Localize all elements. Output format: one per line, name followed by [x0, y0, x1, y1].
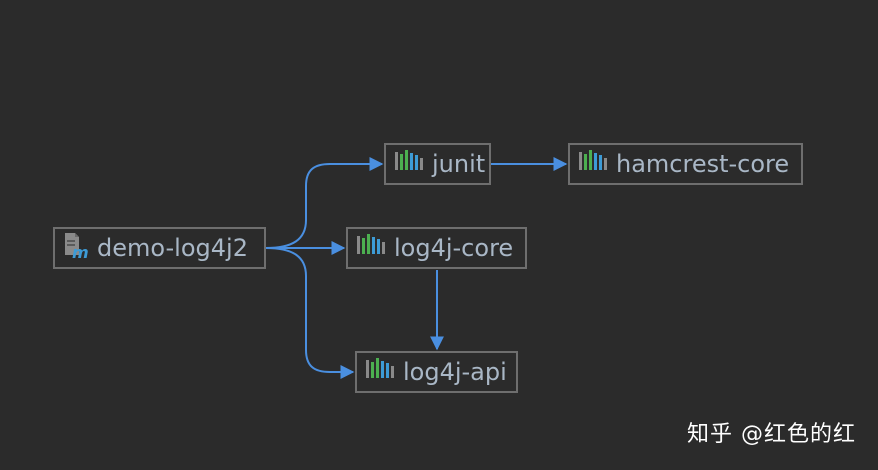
library-icon — [365, 357, 395, 387]
node-hamcrest-core[interactable]: hamcrest-core — [568, 143, 803, 185]
node-label: junit — [432, 150, 486, 178]
node-label: demo-log4j2 — [97, 234, 248, 262]
library-icon — [356, 233, 386, 263]
edge-root-to-junit — [265, 157, 384, 249]
node-label: log4j-core — [394, 234, 514, 262]
node-demo-log4j2[interactable]: m demo-log4j2 — [53, 227, 266, 269]
watermark: 知乎 @红色的红 — [687, 422, 856, 447]
edge-root-to-log4j-api — [265, 247, 355, 379]
node-junit[interactable]: junit — [384, 143, 491, 185]
maven-module-icon: m — [63, 231, 89, 265]
library-icon — [578, 149, 608, 179]
node-label: hamcrest-core — [616, 150, 790, 178]
svg-text:m: m — [72, 243, 89, 259]
node-label: log4j-api — [403, 358, 507, 386]
library-icon — [394, 149, 424, 179]
node-log4j-core[interactable]: log4j-core — [346, 227, 527, 269]
node-log4j-api[interactable]: log4j-api — [355, 351, 518, 393]
